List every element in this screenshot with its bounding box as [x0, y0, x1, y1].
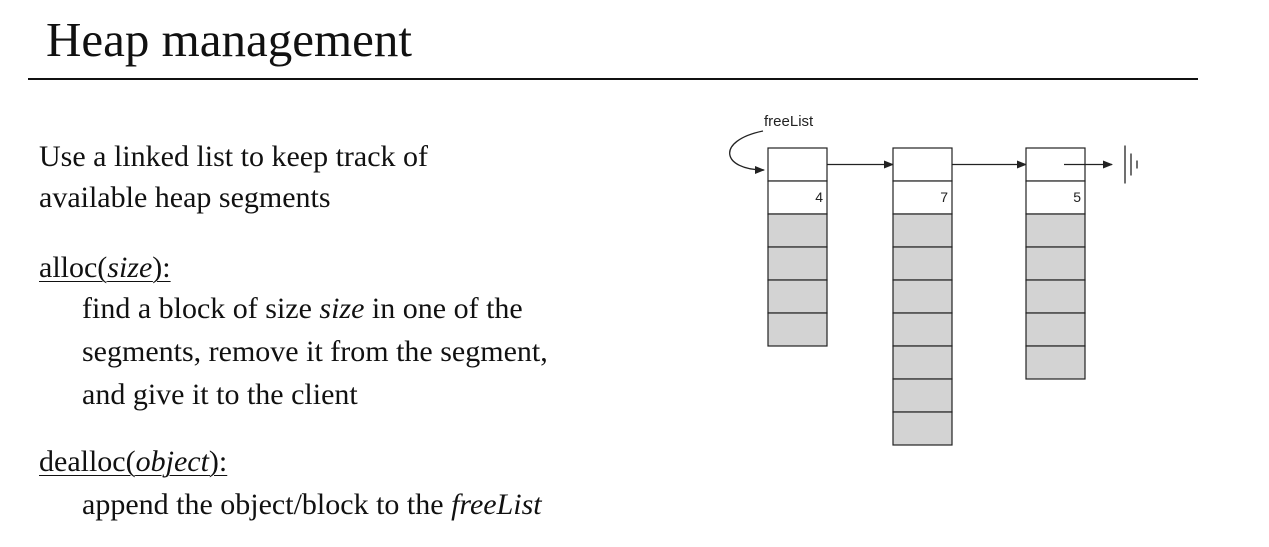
slide-title: Heap management [46, 12, 412, 67]
size-cell [767, 180, 828, 215]
memory-block [767, 246, 828, 281]
title-underline [28, 78, 1198, 80]
dealloc-signature: dealloc(object): [39, 440, 227, 483]
memory-block [892, 279, 953, 314]
memory-block [1025, 345, 1086, 380]
list-node: 7 [892, 147, 953, 446]
alloc-desc-1a: find a block of size [82, 292, 320, 325]
intro-line-2: available heap segments [39, 181, 331, 214]
memory-block [1025, 246, 1086, 281]
size-label: 4 [815, 189, 823, 205]
list-nodes: 4 7 5 [767, 145, 1138, 446]
freelist-label: freeList [764, 113, 814, 130]
size-label: 7 [940, 189, 948, 205]
memory-block [1025, 213, 1086, 248]
memory-block [892, 378, 953, 413]
list-node: 5 [1025, 147, 1086, 380]
memory-block [1025, 312, 1086, 347]
dealloc-desc-a: append the object/block to the [82, 488, 452, 521]
memory-block [892, 345, 953, 380]
dealloc-close: ): [208, 445, 228, 478]
memory-block [892, 312, 953, 347]
next-pointer-cell [767, 147, 828, 182]
alloc-desc-line-2: segments, remove it from the segment, [82, 335, 548, 368]
intro-line-1: Use a linked list to keep track of [39, 140, 429, 173]
null-terminator-icon [1124, 145, 1138, 184]
next-pointer-cell [892, 147, 953, 182]
alloc-desc-line-1: find a block of size size in one of the [82, 287, 523, 330]
freelist-head-arrow [729, 130, 765, 174]
dealloc-param: object [135, 445, 209, 478]
memory-block [767, 213, 828, 248]
alloc-desc-1c: in one of the [364, 292, 523, 325]
size-cell [892, 180, 953, 215]
alloc-signature: alloc(size): [39, 246, 171, 289]
dealloc-name: dealloc( [39, 445, 136, 478]
alloc-desc-1b: size [319, 292, 365, 325]
memory-block [892, 411, 953, 446]
alloc-desc-line-3: and give it to the client [82, 378, 358, 411]
memory-block [767, 312, 828, 347]
dealloc-desc-b: freeList [451, 488, 542, 521]
memory-block [767, 279, 828, 314]
alloc-close: ): [152, 251, 171, 284]
size-label: 5 [1073, 189, 1081, 205]
alloc-name: alloc( [39, 251, 108, 284]
memory-block [1025, 279, 1086, 314]
alloc-param: size [107, 251, 153, 284]
memory-block [892, 213, 953, 248]
memory-block [892, 246, 953, 281]
list-node: 4 [767, 147, 828, 347]
dealloc-desc: append the object/block to the freeList [82, 483, 542, 526]
